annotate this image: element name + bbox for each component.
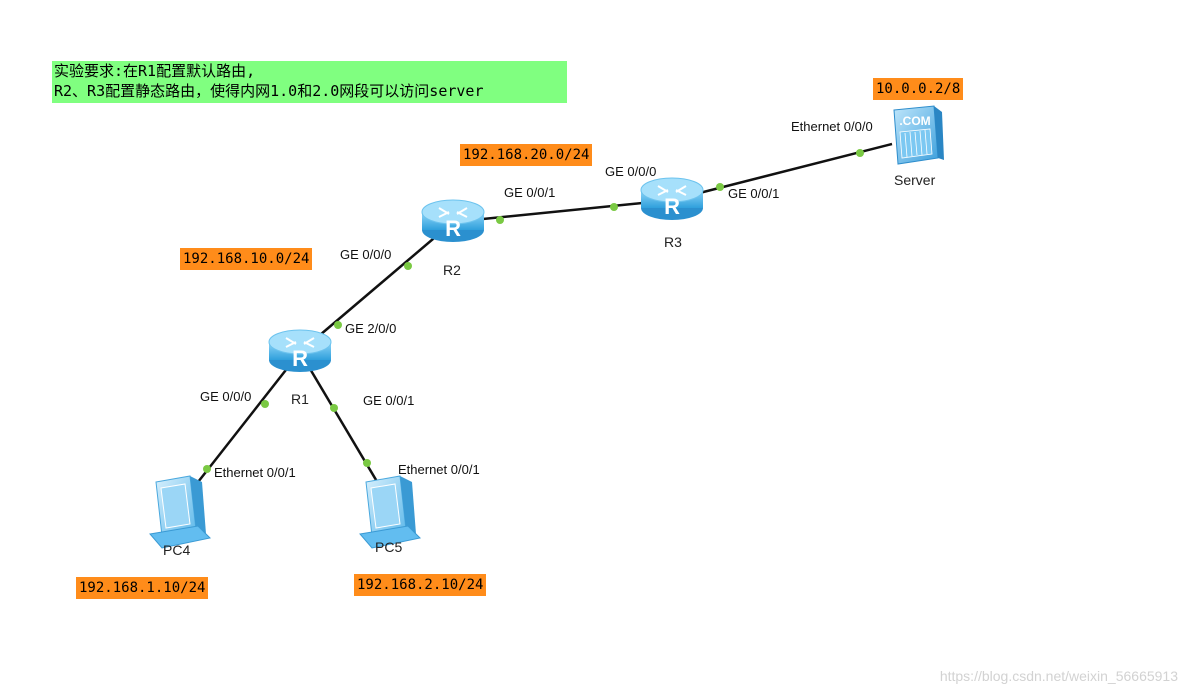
port-dot <box>716 183 724 191</box>
r2-ge000-label: GE 0/0/0 <box>340 247 392 262</box>
requirement-line-2: R2、R3配置静态路由，使得内网1.0和2.0网段可以访问server <box>54 82 484 100</box>
r2-ge001-label: GE 0/0/1 <box>504 185 556 200</box>
router-r2-icon[interactable] <box>421 199 485 243</box>
port-dot <box>363 459 371 467</box>
r1-ge001-label: GE 0/0/1 <box>363 393 415 408</box>
requirement-line-1: 实验要求:在R1配置默认路由, <box>54 62 256 80</box>
port-dots <box>203 149 864 473</box>
r3-ge000-label: GE 0/0/0 <box>605 164 657 179</box>
server-icon-label: .COM <box>899 114 930 128</box>
device-name-pc5: PC5 <box>375 539 403 555</box>
link-r1-pc4 <box>179 351 301 506</box>
device-name-pc4: PC4 <box>163 542 191 558</box>
router-r3-icon[interactable] <box>640 177 704 221</box>
link-r3-server <box>671 142 893 202</box>
link-r2-r3 <box>452 198 673 224</box>
server-eth000-label: Ethernet 0/0/0 <box>791 119 873 134</box>
port-dot <box>610 203 618 211</box>
port-dot <box>856 149 864 157</box>
port-dot <box>496 216 504 224</box>
port-dot <box>203 465 211 473</box>
port-dot <box>334 321 342 329</box>
port-dot <box>330 404 338 412</box>
pc5-ip-tag: 192.168.2.10/24 <box>354 574 487 596</box>
pc4-icon[interactable] <box>149 475 211 549</box>
r3-ge001-label: GE 0/0/1 <box>728 186 780 201</box>
network-tag-192-168-20: 192.168.20.0/24 <box>460 144 593 166</box>
pc4-ip-tag: 192.168.1.10/24 <box>76 577 209 599</box>
pc5-eth001-label: Ethernet 0/0/1 <box>398 462 480 477</box>
device-name-r3: R3 <box>664 234 682 250</box>
pc5-icon[interactable] <box>359 475 421 549</box>
network-tag-192-168-10: 192.168.10.0/24 <box>180 248 313 270</box>
pc4-eth001-label: Ethernet 0/0/1 <box>214 465 296 480</box>
device-name-r1: R1 <box>291 391 309 407</box>
watermark: https://blog.csdn.net/weixin_56665913 <box>939 668 1178 684</box>
r1-ge000-label: GE 0/0/0 <box>200 389 252 404</box>
device-name-server: Server <box>894 172 936 188</box>
link-r1-r2 <box>299 221 454 353</box>
router-r1-icon[interactable] <box>268 329 332 373</box>
device-name-r2: R2 <box>443 262 461 278</box>
links <box>179 142 893 506</box>
requirement-note: 实验要求:在R1配置默认路由, R2、R3配置静态路由，使得内网1.0和2.0网… <box>52 61 567 103</box>
link-r1-pc5 <box>298 351 384 491</box>
port-dot <box>404 262 412 270</box>
port-dot <box>261 400 269 408</box>
server-ip-tag: 10.0.0.2/8 <box>873 78 964 100</box>
r1-ge200-label: GE 2/0/0 <box>345 321 397 336</box>
server-icon[interactable]: .COM <box>893 105 944 165</box>
